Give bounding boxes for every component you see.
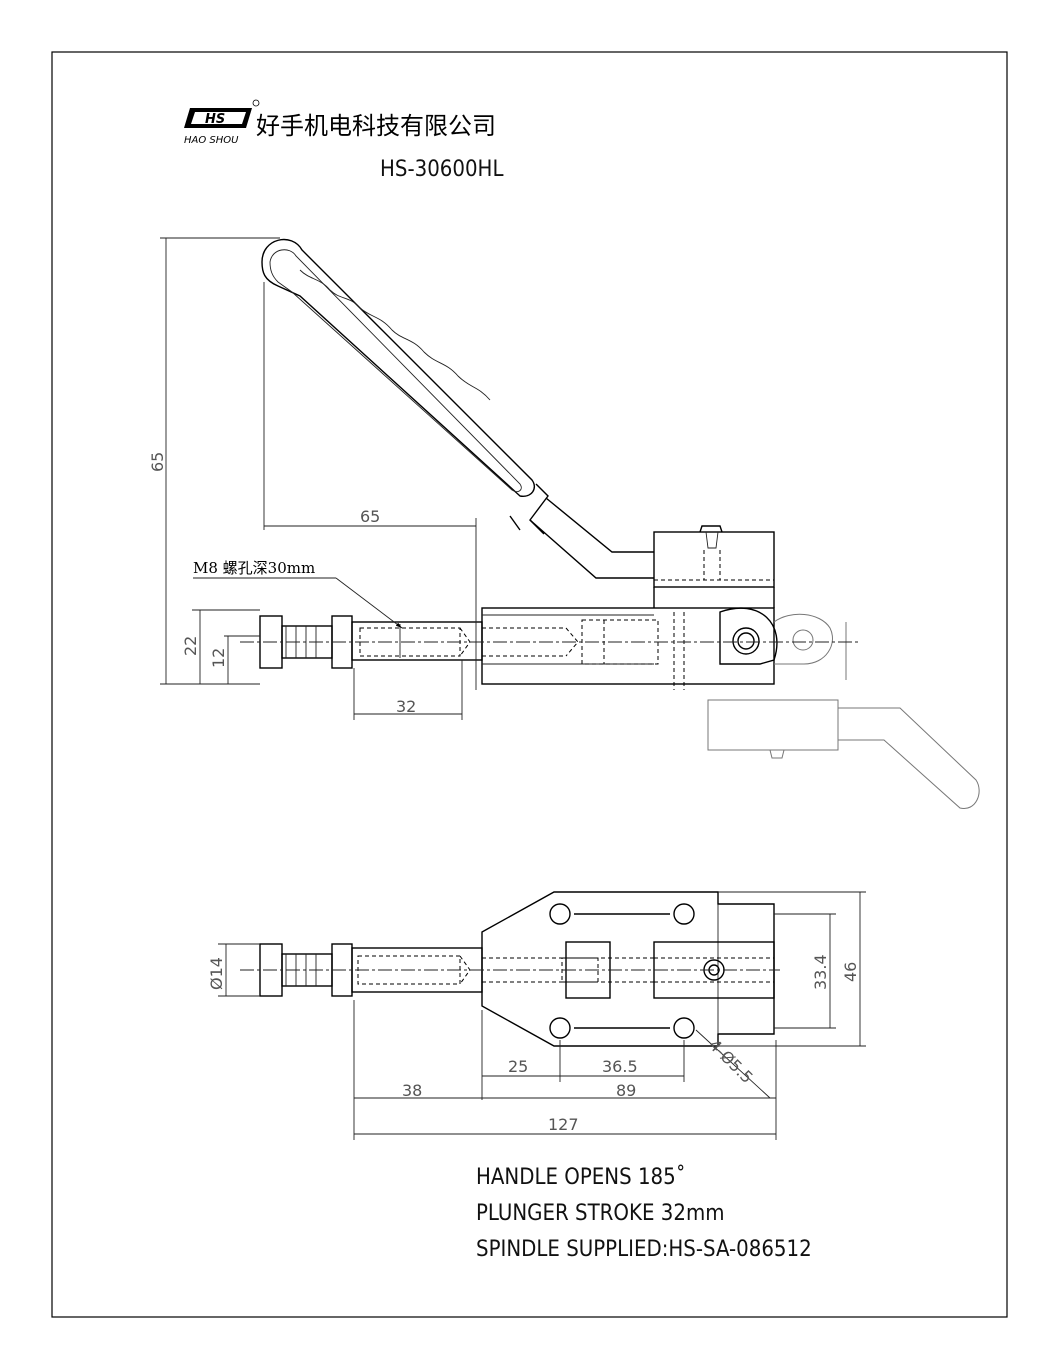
logo-subtitle: HAO SHOU: [184, 135, 239, 146]
sheet-border: [51, 51, 1008, 1318]
thread-note: M8 螺孔深30mm: [193, 559, 315, 577]
dim-height-65: 65: [148, 452, 167, 472]
dim-25: 25: [508, 1057, 528, 1076]
note-spindle-supplied: SPINDLE SUPPLIED:HS-SA-086512: [476, 1237, 812, 1262]
dim-127: 127: [548, 1115, 579, 1134]
side-view: 65 65 M8 螺孔深30mm 22 12 32: [148, 237, 980, 809]
company-name: 好手机电科技有限公司: [256, 112, 496, 140]
note-handle-opens: HANDLE OPENS 185˚: [476, 1165, 686, 1190]
top-view: Ø14 33.4 46 25 36.5 4-Ø5.5 38 89 127: [207, 891, 866, 1140]
dim-hole: 4-Ø5.5: [705, 1035, 757, 1087]
dim-33-4: 33.4: [811, 954, 830, 990]
dim-36-5: 36.5: [602, 1057, 638, 1076]
dim-89: 89: [616, 1081, 636, 1100]
logo-text: HS: [205, 112, 225, 127]
dim-12: 12: [209, 648, 228, 668]
dim-32: 32: [396, 697, 416, 716]
dim-dia14: Ø14: [207, 957, 226, 990]
dim-22: 22: [181, 636, 200, 656]
company-logo: HS HAO SHOU: [184, 99, 260, 146]
dim-38: 38: [402, 1081, 422, 1100]
dim-width-65: 65: [360, 507, 380, 526]
spec-notes: HANDLE OPENS 185˚ PLUNGER STROKE 32mm SP…: [476, 1165, 812, 1262]
dim-46: 46: [841, 962, 860, 982]
note-plunger-stroke: PLUNGER STROKE 32mm: [476, 1201, 725, 1226]
model-number: HS-30600HL: [380, 157, 503, 182]
